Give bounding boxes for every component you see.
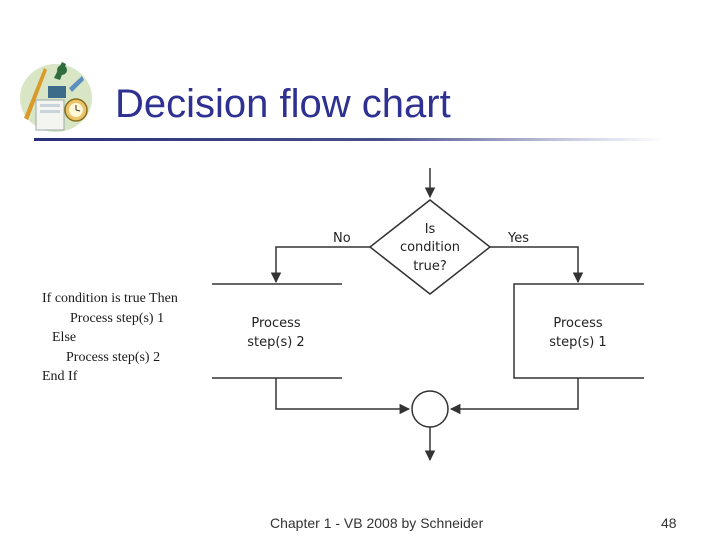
yes-label: Yes	[507, 231, 529, 246]
decision-text-line-3: true?	[413, 259, 447, 274]
footer-caption: Chapter 1 - VB 2008 by Schneider	[270, 515, 484, 531]
right-merge-connector	[449, 378, 579, 415]
process-box-left	[212, 283, 342, 379]
yes-branch-connector	[490, 246, 584, 284]
clipart-logo-icon	[20, 62, 92, 132]
left-process-line-2: step(s) 2	[247, 335, 304, 350]
pseudocode-line-process-2: Process step(s) 2	[66, 349, 161, 365]
page-number: 48	[661, 515, 677, 531]
pseudocode-block: If condition is true Then Process step(s…	[42, 289, 178, 387]
no-label: No	[333, 231, 351, 246]
pseudocode-line-if: If condition is true Then	[42, 291, 178, 306]
right-process-line-2: step(s) 1	[549, 335, 606, 350]
pseudocode-line-end-if: End If	[42, 369, 78, 384]
process-box-right	[513, 283, 644, 379]
decision-text-line-1: Is	[425, 222, 436, 237]
left-process-line-1: Process	[251, 316, 301, 331]
left-merge-connector	[275, 378, 411, 415]
slide-title: Decision flow chart	[115, 82, 451, 126]
no-branch-connector	[270, 246, 370, 284]
right-process-line-1: Process	[553, 316, 603, 331]
title-underline	[34, 138, 664, 141]
merge-connector-circle	[411, 390, 449, 428]
pseudocode-line-process-1: Process step(s) 1	[70, 310, 165, 326]
decision-diamond	[368, 199, 492, 295]
pseudocode-line-else: Else	[52, 330, 77, 345]
decision-text-line-2: condition	[400, 240, 460, 255]
